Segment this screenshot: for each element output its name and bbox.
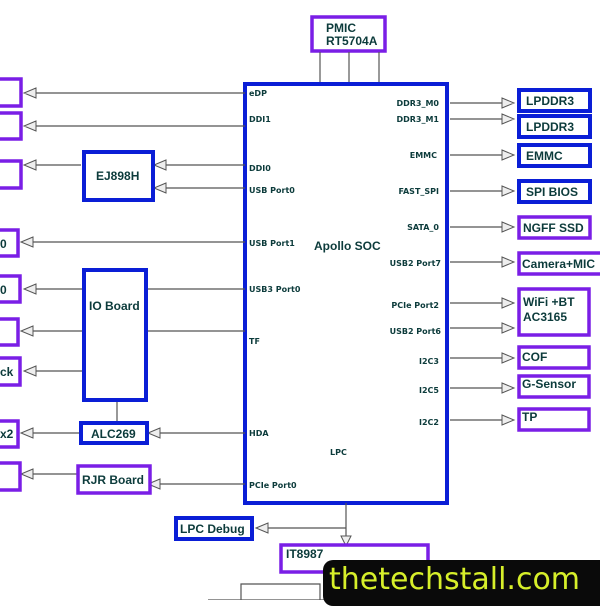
left-pin-labels: eDP DDI1 DDI0 USB Port0 USB Port1 USB3 P…	[249, 89, 347, 490]
lpc-debug-block	[174, 516, 254, 541]
pin-i2c3: I2C3	[419, 357, 439, 366]
pin-usb-port1: USB Port1	[249, 239, 295, 248]
tp-block	[517, 407, 591, 432]
ac3165-label: AC3165	[523, 310, 567, 324]
io-board-block	[82, 268, 148, 402]
io-board-label: IO Board	[89, 299, 140, 313]
camera-mic-label: Camera+MIC	[522, 257, 595, 271]
left-fragment-0: 0	[0, 237, 7, 251]
pin-tf: TF	[249, 337, 260, 346]
watermark: thetechstall.com	[323, 560, 600, 606]
lpddr3-block-0	[517, 88, 592, 113]
lpddr3-label-1: LPDDR3	[526, 120, 574, 134]
wifi-bt-block	[517, 287, 591, 337]
pin-usb-port0: USB Port0	[249, 186, 295, 195]
pin-pcie-port0: PCIe Port0	[249, 481, 297, 490]
spi-bios-block	[517, 179, 592, 204]
pin-usb3-port0: USB3 Port0	[249, 285, 301, 294]
g-sensor-block	[517, 374, 591, 399]
emmc-label: EMMC	[526, 149, 563, 163]
ngff-ssd-block	[517, 215, 592, 240]
pin-fast-spi: FAST_SPI	[398, 187, 439, 196]
pin-ddi0: DDI0	[249, 164, 271, 173]
left-edge-blocks: 0 0 ck x2	[0, 77, 23, 492]
pin-i2c2: I2C2	[419, 418, 439, 427]
lpc-debug-label: LPC Debug	[180, 522, 245, 536]
pmic-block	[310, 15, 387, 53]
cof-label: COF	[522, 350, 547, 364]
camera-mic-block	[517, 251, 600, 276]
alc269-block	[79, 421, 149, 445]
pin-pcie-port2: PCIe Port2	[391, 301, 439, 310]
lpddr3-label-0: LPDDR3	[526, 94, 574, 108]
soc-label: Apollo SOC	[314, 239, 381, 253]
pmic-label-1: PMIC	[326, 21, 356, 35]
pin-emmc: EMMC	[410, 151, 437, 160]
lpddr3-block-1	[517, 114, 592, 139]
pin-sata0: SATA_0	[407, 223, 439, 232]
wifi-bt-label: WiFi +BT	[523, 295, 575, 309]
pin-ddr3-m0: DDR3_M0	[396, 99, 439, 108]
ec-label: IT8987	[286, 547, 324, 561]
pin-edp: eDP	[249, 89, 267, 98]
ngff-ssd-label: NGFF SSD	[523, 221, 584, 235]
rjr-board-block	[76, 464, 152, 495]
right-pin-labels: DDR3_M0 DDR3_M1 EMMC FAST_SPI SATA_0 USB…	[390, 99, 442, 427]
tp-label: TP	[522, 410, 537, 424]
cof-block	[517, 345, 591, 370]
right-connections	[450, 97, 516, 426]
emmc-block	[517, 143, 592, 168]
pin-usb2-port7: USB2 Port7	[390, 259, 441, 268]
pin-usb2-port6: USB2 Port6	[390, 327, 442, 336]
g-sensor-label: G-Sensor	[522, 377, 576, 391]
left-fragment-3: x2	[0, 427, 14, 441]
pin-hda: HDA	[249, 429, 269, 438]
pin-lpc: LPC	[330, 448, 347, 457]
soc-block	[243, 82, 449, 505]
rjr-board-label: RJR Board	[82, 473, 144, 487]
pin-ddr3-m1: DDR3_M1	[396, 115, 439, 124]
pin-i2c5: I2C5	[419, 386, 439, 395]
pmic-label-2: RT5704A	[326, 34, 378, 48]
left-fragment-2: ck	[0, 365, 14, 379]
spi-bios-label: SPI BIOS	[526, 185, 578, 199]
left-fragment-1: 0	[0, 283, 7, 297]
ej898h-label: EJ898H	[96, 169, 139, 183]
ej898h-block	[82, 150, 155, 202]
alc269-label: ALC269	[91, 427, 136, 441]
pin-ddi1: DDI1	[249, 115, 271, 124]
